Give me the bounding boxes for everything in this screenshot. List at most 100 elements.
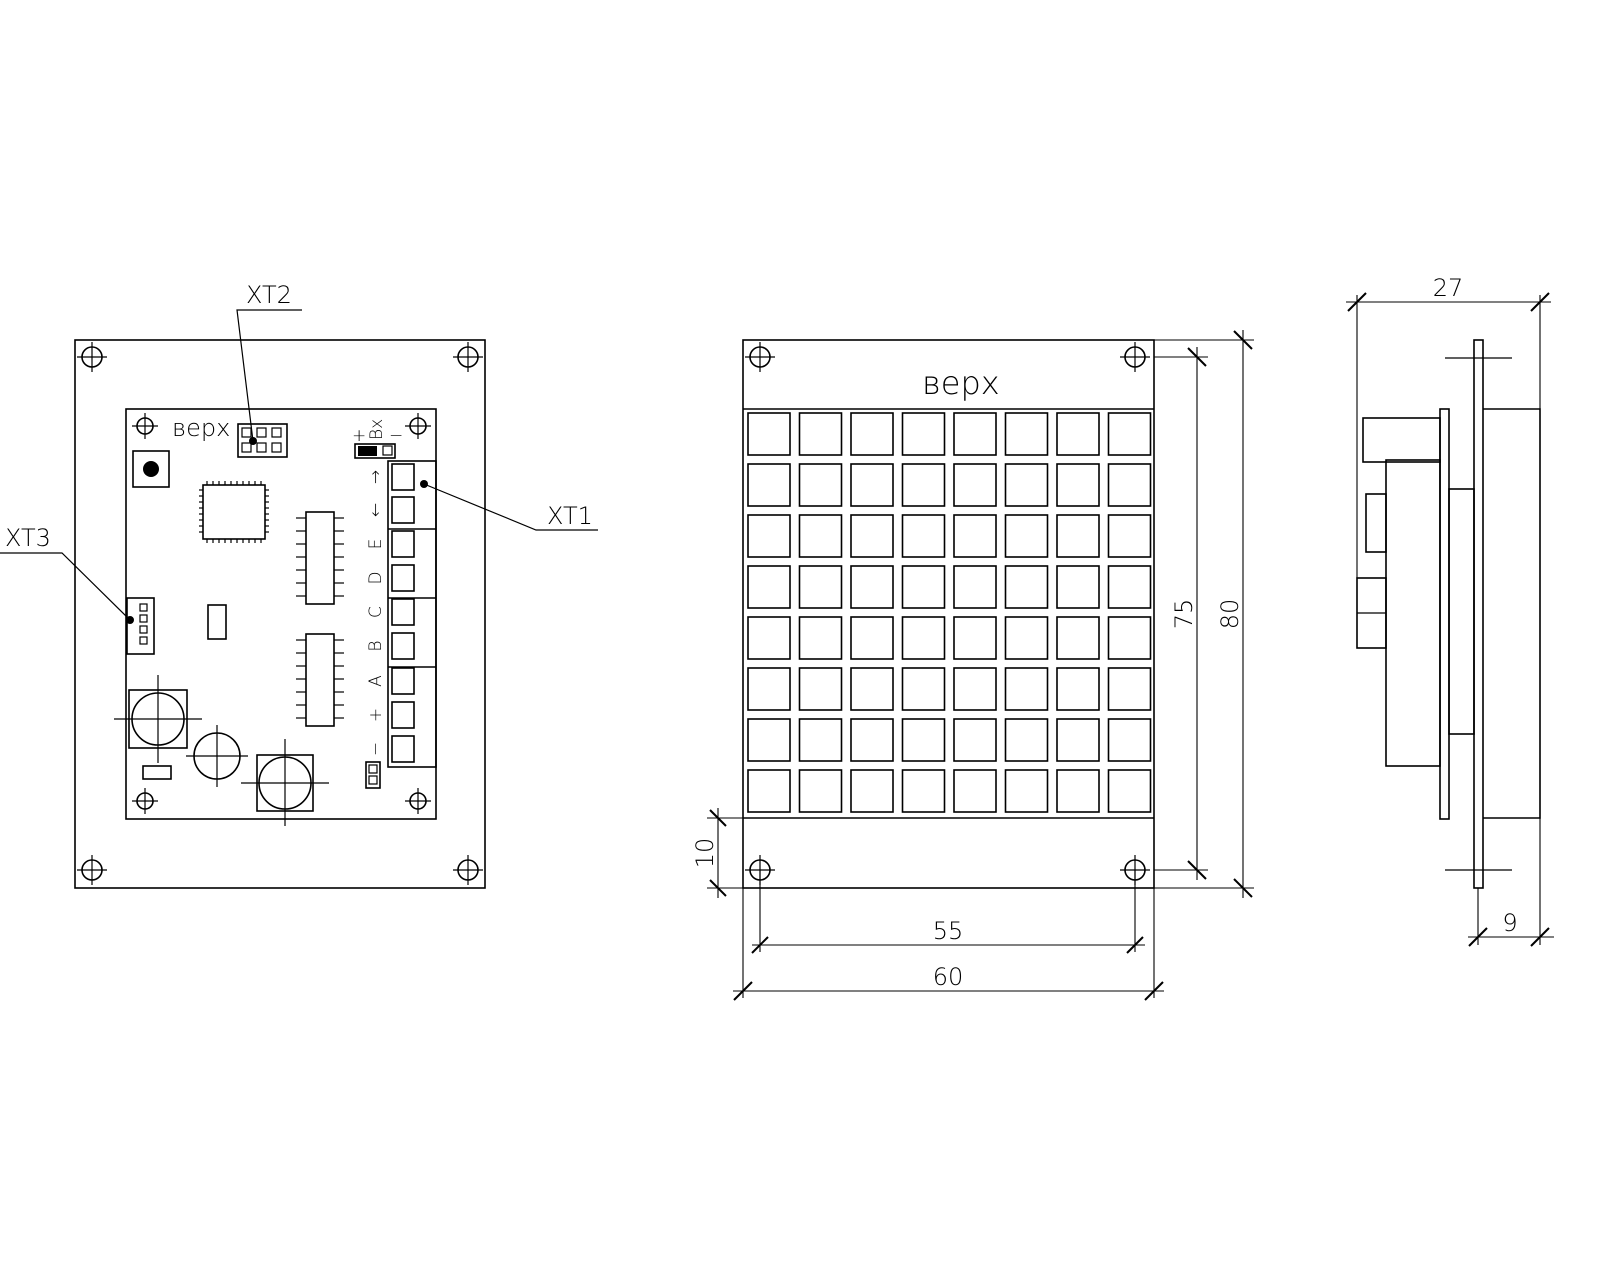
terminal-screw: [391, 667, 415, 695]
key-cell: [1107, 514, 1152, 558]
header-pin: [139, 636, 148, 645]
key-cell: [901, 667, 946, 711]
jumper-pin: [382, 445, 393, 456]
key-cell: [850, 514, 894, 558]
leader-xt1: XT1: [420, 480, 598, 531]
front-top-marking: верх: [922, 364, 1000, 402]
side-front-panel: [1473, 339, 1484, 889]
header-pin: [139, 614, 148, 623]
dim-55-value: 55: [933, 917, 964, 945]
dim-panel-offset: 9: [1468, 818, 1554, 947]
terminal-screw: [391, 463, 415, 491]
jumper-block: [354, 443, 396, 459]
key-cell: [1004, 514, 1049, 558]
front-panel-outline: [742, 339, 1155, 889]
key-cell: [798, 412, 843, 456]
key-cell: [901, 565, 946, 609]
key-cell: [850, 616, 894, 660]
label-xt1: XT1: [547, 502, 593, 530]
key-cell: [1056, 412, 1100, 456]
mount-plate-outline: [74, 339, 486, 889]
key-cell: [1004, 463, 1049, 507]
front-view: верх 55 60 10: [691, 330, 1254, 1001]
key-cell: [901, 463, 946, 507]
side-component-top: [1362, 417, 1441, 463]
pcb-hole-icon: [405, 788, 431, 814]
key-cell: [1004, 565, 1049, 609]
side-standoff: [1448, 488, 1475, 735]
dim-depth: 27: [1346, 274, 1551, 578]
key-cell: [1004, 718, 1049, 762]
key-cell: [1107, 667, 1152, 711]
label-xt2: XT2: [246, 281, 292, 309]
dim-27-value: 27: [1433, 274, 1464, 302]
dim-hole-spacing-h: 55: [751, 870, 1145, 954]
dim-hole-spacing-v: 75: [1154, 347, 1208, 880]
key-cell: [953, 616, 997, 660]
terminal-label: A: [366, 675, 386, 687]
microcontroller-pins: [199, 481, 269, 543]
key-cell: [747, 667, 791, 711]
pcb-holes: [132, 413, 431, 814]
button-cap: [143, 461, 159, 477]
pcb-hole-icon: [132, 413, 158, 439]
header-pin: [271, 427, 282, 438]
front-mounting-holes: [745, 342, 1150, 885]
key-cell: [747, 412, 791, 456]
terminal-label: +: [366, 708, 386, 722]
key-cell: [850, 412, 894, 456]
key-cell: [798, 616, 843, 660]
jumper-bottom: [365, 761, 381, 789]
key-cell: [953, 565, 997, 609]
label-xt3: XT3: [5, 524, 51, 552]
mounting-hole-icon: [1120, 342, 1150, 372]
key-cell: [1056, 463, 1100, 507]
key-cell: [1004, 616, 1049, 660]
key-cell: [747, 718, 791, 762]
connector-xt3-pins: [139, 603, 148, 645]
key-cell: [1056, 718, 1100, 762]
key-cell: [1056, 565, 1100, 609]
dim-bottom-offset: 10: [691, 808, 743, 898]
side-keypad-body: [1483, 408, 1541, 819]
terminal-screw: [391, 496, 415, 524]
dim-10-value: 10: [691, 838, 719, 869]
terminal-label: −: [366, 742, 386, 756]
ic-chip-2-pins: [296, 639, 344, 719]
terminal-label: →: [366, 470, 386, 484]
ic-chip-1-pins: [296, 517, 344, 597]
terminal-screw: [391, 530, 415, 558]
key-cell: [850, 769, 894, 813]
key-cell: [798, 565, 843, 609]
leader-xt3: XT3: [0, 524, 134, 624]
side-view: 27 9: [1346, 274, 1554, 947]
key-cell: [850, 667, 894, 711]
inductor-1: [114, 675, 202, 763]
key-cell: [1107, 463, 1152, 507]
terminal-label: ←: [366, 503, 386, 517]
key-cell: [1056, 667, 1100, 711]
key-cell: [1107, 616, 1152, 660]
key-cell: [901, 412, 946, 456]
terminal-label: B: [366, 640, 386, 651]
jumper-bottom-pin-2: [368, 775, 378, 785]
header-pin: [139, 625, 148, 634]
key-cell: [901, 769, 946, 813]
mounting-hole-icon: [453, 342, 483, 372]
key-cell: [901, 718, 946, 762]
dim-9-value: 9: [1502, 909, 1517, 937]
terminal-screw: [391, 735, 415, 763]
key-grid: [747, 412, 1152, 813]
terminal-label: D: [366, 571, 386, 584]
terminal-screw: [391, 564, 415, 592]
microcontroller-chip: [202, 484, 266, 540]
key-cell: [1107, 412, 1152, 456]
terminal-screw: [391, 632, 415, 660]
key-cell: [953, 412, 997, 456]
jumper-minus-sign: −: [389, 426, 403, 446]
leader-xt2: XT2: [236, 281, 302, 445]
mounting-holes: [77, 342, 483, 885]
mounting-hole-icon: [77, 855, 107, 885]
